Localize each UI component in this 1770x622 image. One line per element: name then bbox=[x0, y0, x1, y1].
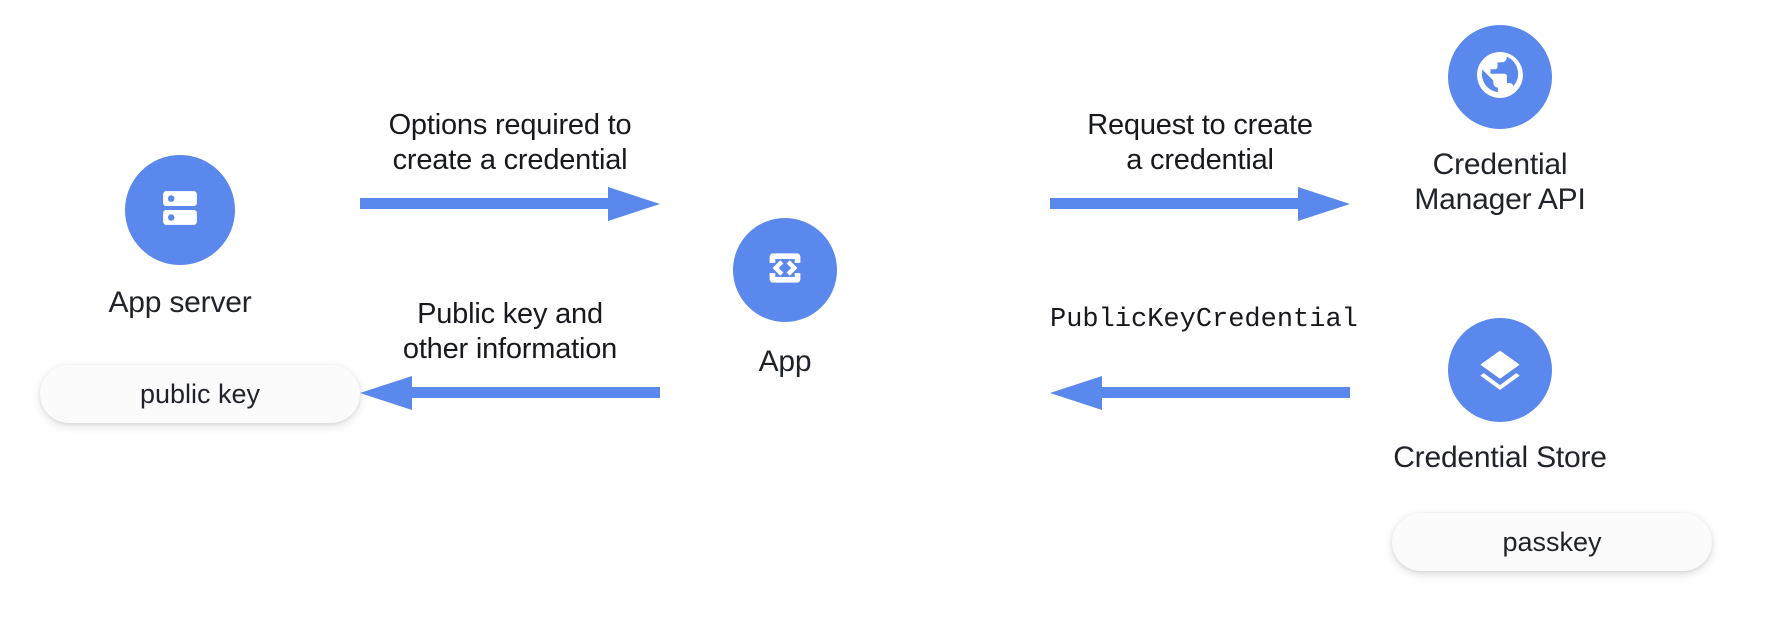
arrow-options-required-caption: Options required to create a credential bbox=[388, 109, 632, 176]
arrow-public-key-and-other-information-glyph bbox=[360, 376, 660, 410]
chip-passkey: passkey bbox=[1392, 513, 1712, 571]
node-credential-manager-api-label: Credential Manager API bbox=[1414, 148, 1586, 217]
app-code-phone-icon bbox=[759, 242, 811, 299]
node-credential-store: Credential Store bbox=[1355, 318, 1645, 475]
node-credential-store-label: Credential Store bbox=[1393, 441, 1607, 474]
arrow-public-key-and-other-information-caption: Public key and other information bbox=[402, 298, 618, 365]
arrow-options-required-glyph bbox=[360, 187, 660, 221]
app-icon-circle bbox=[733, 218, 837, 322]
node-app-server: App server bbox=[40, 155, 320, 320]
server-icon bbox=[153, 181, 207, 240]
app-server-icon-circle bbox=[125, 155, 235, 265]
arrow-publickeycredential-caption: PublicKeyCredential bbox=[1050, 305, 1358, 335]
layers-icon bbox=[1473, 341, 1527, 400]
node-app-label: App bbox=[758, 345, 812, 378]
chip-passkey-label: passkey bbox=[1502, 526, 1602, 557]
globe-icon bbox=[1471, 46, 1529, 109]
chip-public-key-label: public key bbox=[139, 378, 261, 409]
arrow-request-to-create-glyph bbox=[1050, 187, 1350, 221]
node-app-server-label: App server bbox=[108, 286, 252, 319]
credential-store-icon-circle bbox=[1448, 318, 1552, 422]
node-app: App bbox=[700, 218, 870, 379]
credential-manager-api-icon-circle bbox=[1448, 25, 1552, 129]
chip-public-key: public key bbox=[40, 365, 360, 423]
arrow-request-to-create-caption: Request to create a credential bbox=[1087, 109, 1313, 176]
arrow-publickeycredential-glyph bbox=[1050, 376, 1350, 410]
node-credential-manager-api: Credential Manager API bbox=[1345, 25, 1655, 218]
